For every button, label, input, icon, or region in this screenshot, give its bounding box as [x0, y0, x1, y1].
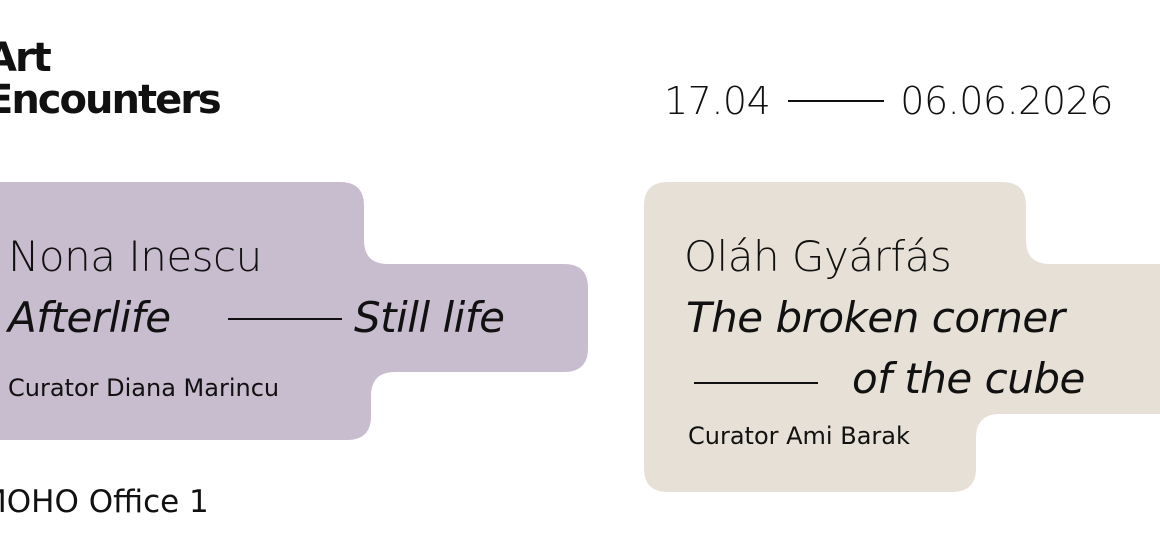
date-range: 17.04 06.06.2026 — [664, 78, 1113, 124]
exhibition-card-right — [644, 182, 1160, 494]
start-date: 17.04 — [664, 79, 771, 123]
logo-line-1: Art — [0, 35, 52, 81]
work-title-left-part1: Afterlife — [8, 293, 171, 342]
title-dash-right — [694, 382, 818, 384]
venue-label: MOHO Office 1 — [0, 484, 209, 520]
work-title-right-line1: The broken corner — [686, 293, 1065, 342]
work-title-left-part2: Still life — [354, 293, 505, 342]
date-dash — [788, 99, 885, 102]
logo-line-2: Encounters — [0, 77, 222, 123]
artist-name-right: Oláh Gyárfás — [684, 232, 952, 281]
end-date: 06.06.2026 — [900, 79, 1113, 123]
curator-left: Curator Diana Marincu — [8, 374, 280, 402]
exhibition-card-left — [0, 182, 590, 442]
logo: Art Encounters — [0, 30, 256, 140]
work-title-right-line2: of the cube — [852, 354, 1085, 403]
title-dash-left — [228, 318, 342, 320]
curator-right: Curator Ami Barak — [688, 422, 910, 450]
artist-name-left: Nona Inescu — [8, 232, 262, 281]
